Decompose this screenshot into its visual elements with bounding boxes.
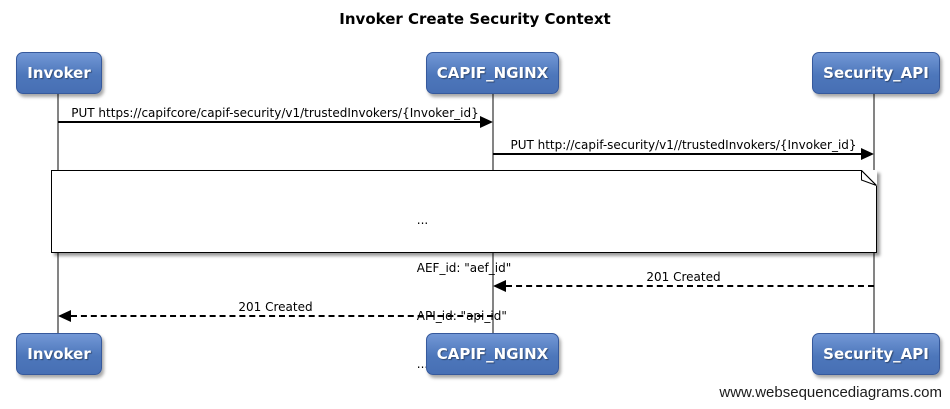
message-1-label: PUT https://capifcore/capif-security/v1/… xyxy=(71,106,479,120)
note-text: ... AEF_id: "aef_id" API_id: "api_id" ..… xyxy=(417,180,511,404)
actor-capif-nginx-bottom: CAPIF_NGINX xyxy=(426,333,559,375)
actor-capif-nginx-top: CAPIF_NGINX xyxy=(426,52,559,94)
note-line: ... xyxy=(416,357,429,371)
actor-label: CAPIF_NGINX xyxy=(436,64,549,82)
actor-security-api-bottom: Security_API xyxy=(812,333,940,375)
actor-security-api-top: Security_API xyxy=(812,52,940,94)
arrowhead-left-icon xyxy=(58,310,71,322)
actor-label: Security_API xyxy=(823,345,929,363)
actor-label: Security_API xyxy=(823,64,929,82)
message-3-line xyxy=(506,285,874,287)
message-2-label: PUT http://capif-security/v1//trustedInv… xyxy=(510,138,857,152)
message-4-label: 201 Created xyxy=(238,300,313,314)
arrowhead-left-icon xyxy=(493,280,506,292)
note-line: AEF_id: "aef_id" xyxy=(416,261,512,275)
watermark-link[interactable]: www.websequencediagrams.com xyxy=(719,384,942,401)
message-1-line xyxy=(58,121,481,123)
actor-label: CAPIF_NGINX xyxy=(436,345,549,363)
actor-label: Invoker xyxy=(27,64,91,82)
message-4-line xyxy=(71,315,493,317)
note-fold-icon xyxy=(861,169,877,186)
message-3-label: 201 Created xyxy=(646,270,721,284)
note-line: ... xyxy=(416,213,429,227)
note: ... AEF_id: "aef_id" API_id: "api_id" ..… xyxy=(51,169,877,371)
diagram-title: Invoker Create Security Context xyxy=(339,10,611,28)
arrowhead-right-icon xyxy=(861,148,874,160)
message-2-line xyxy=(493,153,861,155)
arrowhead-right-icon xyxy=(480,116,493,128)
actor-invoker-top: Invoker xyxy=(16,52,102,94)
actor-invoker-bottom: Invoker xyxy=(16,333,102,375)
actor-label: Invoker xyxy=(27,345,91,363)
